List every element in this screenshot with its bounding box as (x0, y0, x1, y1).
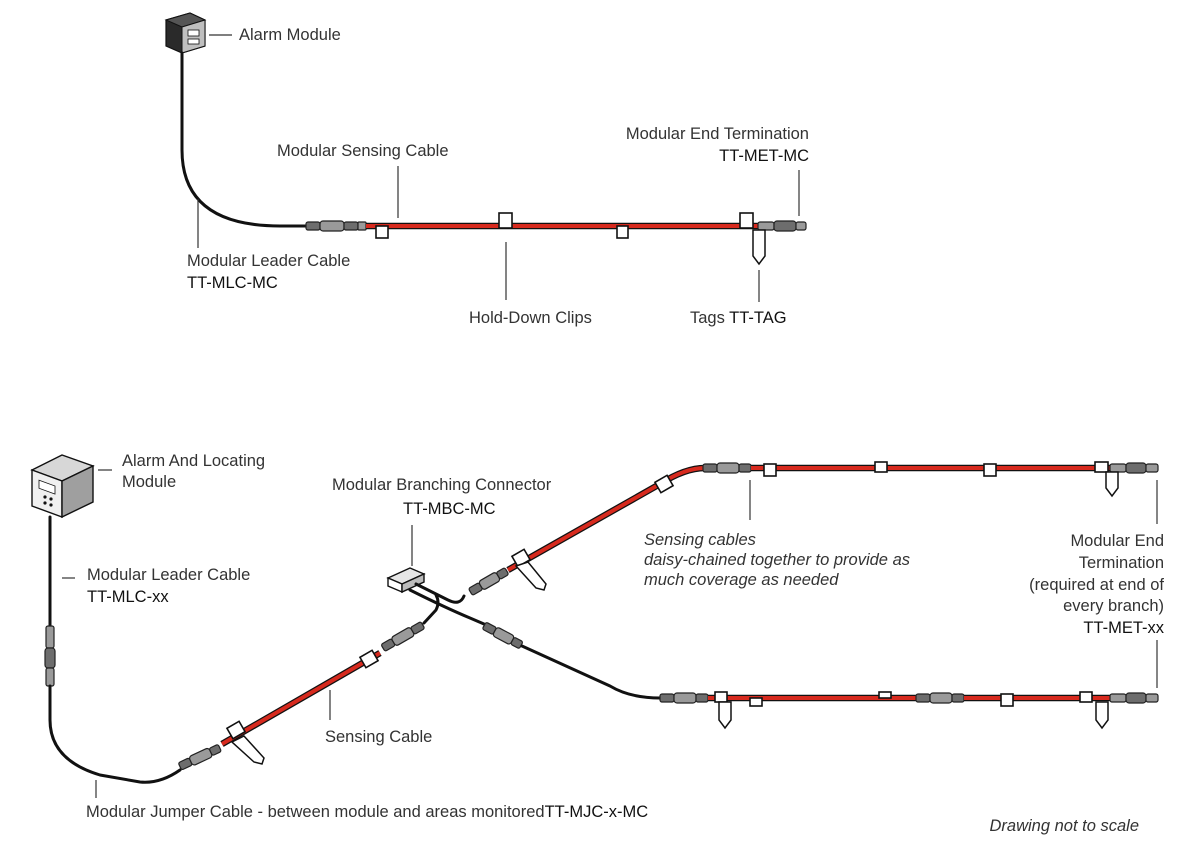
end-termination-part-number: TT-MET-xx (1083, 619, 1164, 637)
sensing-cable-label: Modular Sensing Cable (277, 142, 449, 160)
end-termination-label-4: every branch) (1063, 597, 1164, 615)
alarm-locating-module-icon (30, 454, 95, 519)
cable-connector (45, 625, 55, 649)
sensing-cables-note-1: Sensing cables (644, 531, 756, 549)
sensing-cables-note-2: daisy-chained together to provide as (644, 551, 910, 569)
leader-cable (180, 51, 314, 228)
jumper-cable (520, 644, 662, 700)
branching-connector-label: Modular Branching Connector (332, 476, 552, 494)
cable-connector-group (468, 567, 509, 596)
end-termination-label-3: (required at end of (1029, 576, 1164, 594)
end-termination (1109, 463, 1127, 473)
cable-connector (738, 463, 752, 473)
end-termination (1145, 463, 1159, 473)
hold-down-clips-label: Hold-Down Clips (469, 309, 592, 327)
alarm-module-icon (164, 12, 207, 54)
cable-connector (951, 693, 965, 703)
end-termination (795, 221, 807, 231)
cable-connector (673, 692, 697, 704)
end-termination (1109, 693, 1127, 703)
jumper-cable-label: Modular Jumper Cable - between module an… (86, 803, 648, 821)
cable-connector (659, 693, 675, 703)
cable-connector (305, 221, 321, 231)
hold-down-clip (375, 225, 389, 239)
cable-connector (45, 667, 55, 687)
tag (718, 701, 732, 730)
cable-connector-group (381, 621, 425, 652)
end-termination (1145, 693, 1159, 703)
cable-connector (319, 220, 345, 232)
jumper-cable (414, 582, 466, 604)
not-to-scale-note: Drawing not to scale (990, 817, 1140, 835)
hold-down-clip (225, 720, 247, 740)
hold-down-clip (498, 212, 513, 229)
cable-connector (929, 692, 953, 704)
leader-cable-label: Modular Leader Cable (187, 252, 350, 270)
jumper-cable-label-text: Modular Jumper Cable - between module an… (86, 803, 545, 821)
branching-connector-part-number: TT-MBC-MC (403, 500, 496, 518)
cable-connector (357, 221, 367, 231)
hold-down-clip (714, 691, 728, 703)
hold-down-clip (1000, 693, 1014, 707)
cable-connector-group (482, 622, 523, 649)
cable-connector (702, 463, 718, 473)
hold-down-clip (616, 225, 629, 239)
top-system: Alarm Module Modular Sensing Cable Modul… (164, 12, 809, 327)
end-termination-label-1: Modular End (1070, 532, 1164, 550)
end-termination-label: Modular End Termination (626, 125, 809, 143)
sensing-cables-note-3: much coverage as needed (644, 571, 839, 589)
hold-down-clip (358, 649, 380, 669)
tag (752, 229, 766, 266)
tag (514, 561, 547, 591)
branching-connector-icon (386, 567, 426, 594)
alarm-locating-module-label-2: Module (122, 473, 176, 491)
end-termination (757, 221, 775, 231)
end-termination (1125, 692, 1147, 704)
hold-down-clip (983, 463, 997, 477)
tag (1105, 471, 1119, 498)
jumper-cable-part-number: TT-MJC-x-MC (545, 803, 649, 821)
cable-connector-group (178, 744, 222, 771)
tags-label: Tags TT-TAG (690, 309, 787, 327)
cable-connector (915, 693, 931, 703)
hold-down-clip (1094, 461, 1109, 473)
sensing-cable-label: Sensing Cable (325, 728, 432, 746)
hold-down-clip (874, 461, 888, 473)
cable-connector (716, 462, 740, 474)
cable-connector (695, 693, 709, 703)
end-termination (773, 220, 797, 232)
tag (1095, 701, 1109, 730)
cable-connector (44, 647, 56, 669)
alarm-module-label: Alarm Module (239, 26, 341, 44)
jumper-cable (408, 588, 486, 626)
leader-cable-part-number: TT-MLC-xx (87, 588, 169, 606)
hold-down-clip (749, 697, 763, 707)
alarm-locating-module-label-1: Alarm And Locating (122, 452, 265, 470)
hold-down-clip (878, 691, 892, 699)
end-termination (1125, 462, 1147, 474)
cable-connector (343, 221, 359, 231)
hold-down-clip (1079, 691, 1093, 703)
sensing-cable-core (221, 651, 381, 746)
hold-down-clip (763, 463, 777, 477)
jumper-cable (48, 684, 182, 784)
end-termination-part-number: TT-MET-MC (719, 147, 809, 165)
leader-cable-label: Modular Leader Cable (87, 566, 250, 584)
end-termination-label-2: Termination (1079, 554, 1164, 572)
tags-part-number: TT-TAG (729, 309, 786, 327)
tags-label-text: Tags (690, 309, 729, 327)
bottom-system: Alarm And Locating Module Modular Branch… (30, 452, 1165, 835)
hold-down-clip (739, 212, 754, 229)
tag (230, 735, 265, 765)
hold-down-clip (653, 474, 675, 494)
leader-cable-part-number: TT-MLC-MC (187, 274, 278, 292)
